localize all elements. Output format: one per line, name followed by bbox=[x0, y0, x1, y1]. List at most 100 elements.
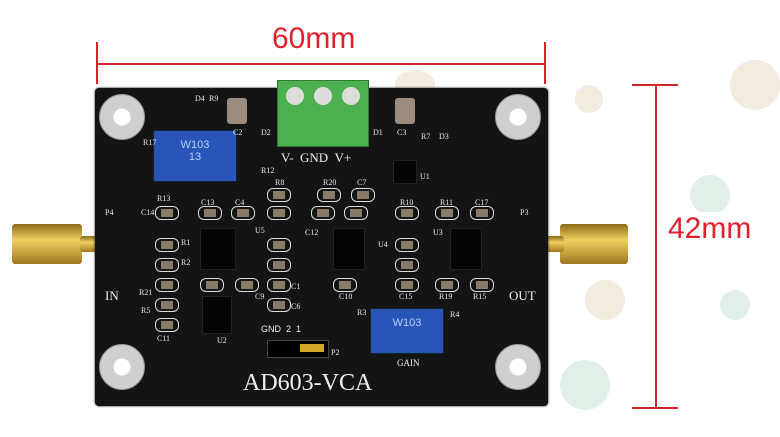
height-dimension-label: 42mm bbox=[668, 212, 752, 246]
smd-component bbox=[333, 278, 357, 292]
smd-component bbox=[267, 278, 291, 292]
smd-component bbox=[344, 206, 368, 220]
width-dimension-line bbox=[97, 63, 545, 65]
silkscreen-label: C15 bbox=[399, 292, 413, 301]
smd-component bbox=[235, 278, 259, 292]
jumper-cap[interactable] bbox=[300, 344, 324, 352]
silkscreen-label: C6 bbox=[291, 302, 301, 311]
silkscreen-label: D3 bbox=[439, 132, 449, 141]
width-dimension-label: 60mm bbox=[272, 22, 356, 55]
screw-icon bbox=[286, 87, 304, 105]
smd-component bbox=[267, 206, 291, 220]
dimension-tick bbox=[96, 42, 98, 84]
silkscreen-label: R3 bbox=[357, 308, 367, 317]
gain-label: GAIN bbox=[397, 358, 420, 368]
background-node bbox=[690, 175, 730, 215]
silkscreen-label: C12 bbox=[305, 228, 319, 237]
silkscreen-label: U2 bbox=[217, 336, 227, 345]
capacitor bbox=[227, 98, 247, 124]
output-label: OUT bbox=[509, 288, 536, 303]
sma-input-connector bbox=[12, 224, 82, 264]
sma-pin bbox=[544, 236, 564, 252]
silkscreen-label: R17 bbox=[143, 138, 157, 147]
mounting-hole bbox=[99, 94, 145, 140]
silkscreen-label: C2 bbox=[233, 128, 243, 137]
silkscreen-label: D2 bbox=[261, 128, 271, 137]
silkscreen-label: C10 bbox=[339, 292, 353, 301]
silkscreen-label: R12 bbox=[261, 166, 275, 175]
silkscreen-label: R1 bbox=[181, 238, 191, 247]
smd-component bbox=[311, 206, 335, 220]
background-node bbox=[585, 280, 625, 320]
pot-code: W103 bbox=[392, 317, 422, 329]
smd-component bbox=[155, 238, 179, 252]
silkscreen-label: C7 bbox=[357, 178, 367, 187]
height-dimension-line bbox=[655, 85, 657, 408]
smd-component bbox=[155, 206, 179, 220]
smd-component bbox=[395, 238, 419, 252]
smd-component bbox=[435, 278, 459, 292]
mounting-hole bbox=[99, 344, 145, 390]
smd-component bbox=[351, 188, 375, 202]
dimension-tick bbox=[544, 42, 546, 84]
smd-component bbox=[267, 298, 291, 312]
pcb-board: V- GND V+ W103 13 W103 GAIN bbox=[95, 80, 548, 406]
silkscreen-label: R4 bbox=[450, 310, 460, 319]
ic-chip bbox=[200, 228, 236, 270]
silkscreen-label: R19 bbox=[439, 292, 453, 301]
smd-component bbox=[317, 188, 341, 202]
smd-component bbox=[231, 206, 255, 220]
smd-component bbox=[155, 278, 179, 292]
silkscreen-label: U1 bbox=[420, 172, 430, 181]
silkscreen-label: D4 bbox=[195, 94, 205, 103]
silkscreen-label: C11 bbox=[157, 334, 171, 343]
ic-chip bbox=[202, 296, 232, 334]
dimension-tick bbox=[632, 407, 678, 409]
smd-component bbox=[267, 258, 291, 272]
silkscreen-label: P3 bbox=[520, 208, 529, 217]
silkscreen-label: R15 bbox=[473, 292, 487, 301]
ic-chip bbox=[333, 228, 365, 270]
silkscreen-label: C14 bbox=[141, 208, 155, 217]
power-terminal-label: V- GND V+ bbox=[281, 150, 352, 165]
silkscreen-label: C3 bbox=[397, 128, 407, 137]
silkscreen-label: R13 bbox=[157, 194, 171, 203]
silkscreen-label: R10 bbox=[400, 198, 414, 207]
silkscreen-label: U4 bbox=[378, 240, 388, 249]
capacitor bbox=[395, 98, 415, 124]
sma-output-connector bbox=[560, 224, 628, 264]
input-label: IN bbox=[105, 288, 119, 303]
background-node bbox=[560, 360, 610, 410]
silkscreen-label: P2 bbox=[331, 348, 340, 357]
background-node bbox=[720, 290, 750, 320]
pot-sub-code: 13 bbox=[188, 151, 202, 163]
smd-component bbox=[435, 206, 459, 220]
power-terminal-block bbox=[277, 80, 369, 147]
ic-chip bbox=[450, 228, 482, 270]
screw-icon bbox=[314, 87, 332, 105]
smd-component bbox=[395, 278, 419, 292]
silkscreen-label: R20 bbox=[323, 178, 337, 187]
jumper-label: GND 2 1 bbox=[261, 324, 302, 334]
smd-component bbox=[395, 258, 419, 272]
smd-component bbox=[470, 206, 494, 220]
silkscreen-label: R2 bbox=[181, 258, 191, 267]
silkscreen-label: C4 bbox=[235, 198, 245, 207]
smd-component bbox=[198, 206, 222, 220]
pot-code: W103 bbox=[180, 139, 210, 151]
board-title: AD603-VCA bbox=[243, 370, 373, 396]
background-node bbox=[730, 60, 780, 110]
trimmer-potentiometer[interactable]: W103 13 bbox=[153, 130, 237, 182]
silkscreen-label: P4 bbox=[105, 208, 114, 217]
jumper-header[interactable] bbox=[267, 340, 329, 358]
gain-potentiometer[interactable]: W103 bbox=[370, 308, 444, 354]
silkscreen-label: C17 bbox=[475, 198, 489, 207]
dimension-tick bbox=[632, 84, 678, 86]
silkscreen-label: R5 bbox=[141, 306, 151, 315]
smd-component bbox=[155, 318, 179, 332]
smd-component bbox=[200, 278, 224, 292]
regulator-chip bbox=[393, 160, 417, 184]
smd-component bbox=[267, 238, 291, 252]
mounting-hole bbox=[495, 344, 541, 390]
